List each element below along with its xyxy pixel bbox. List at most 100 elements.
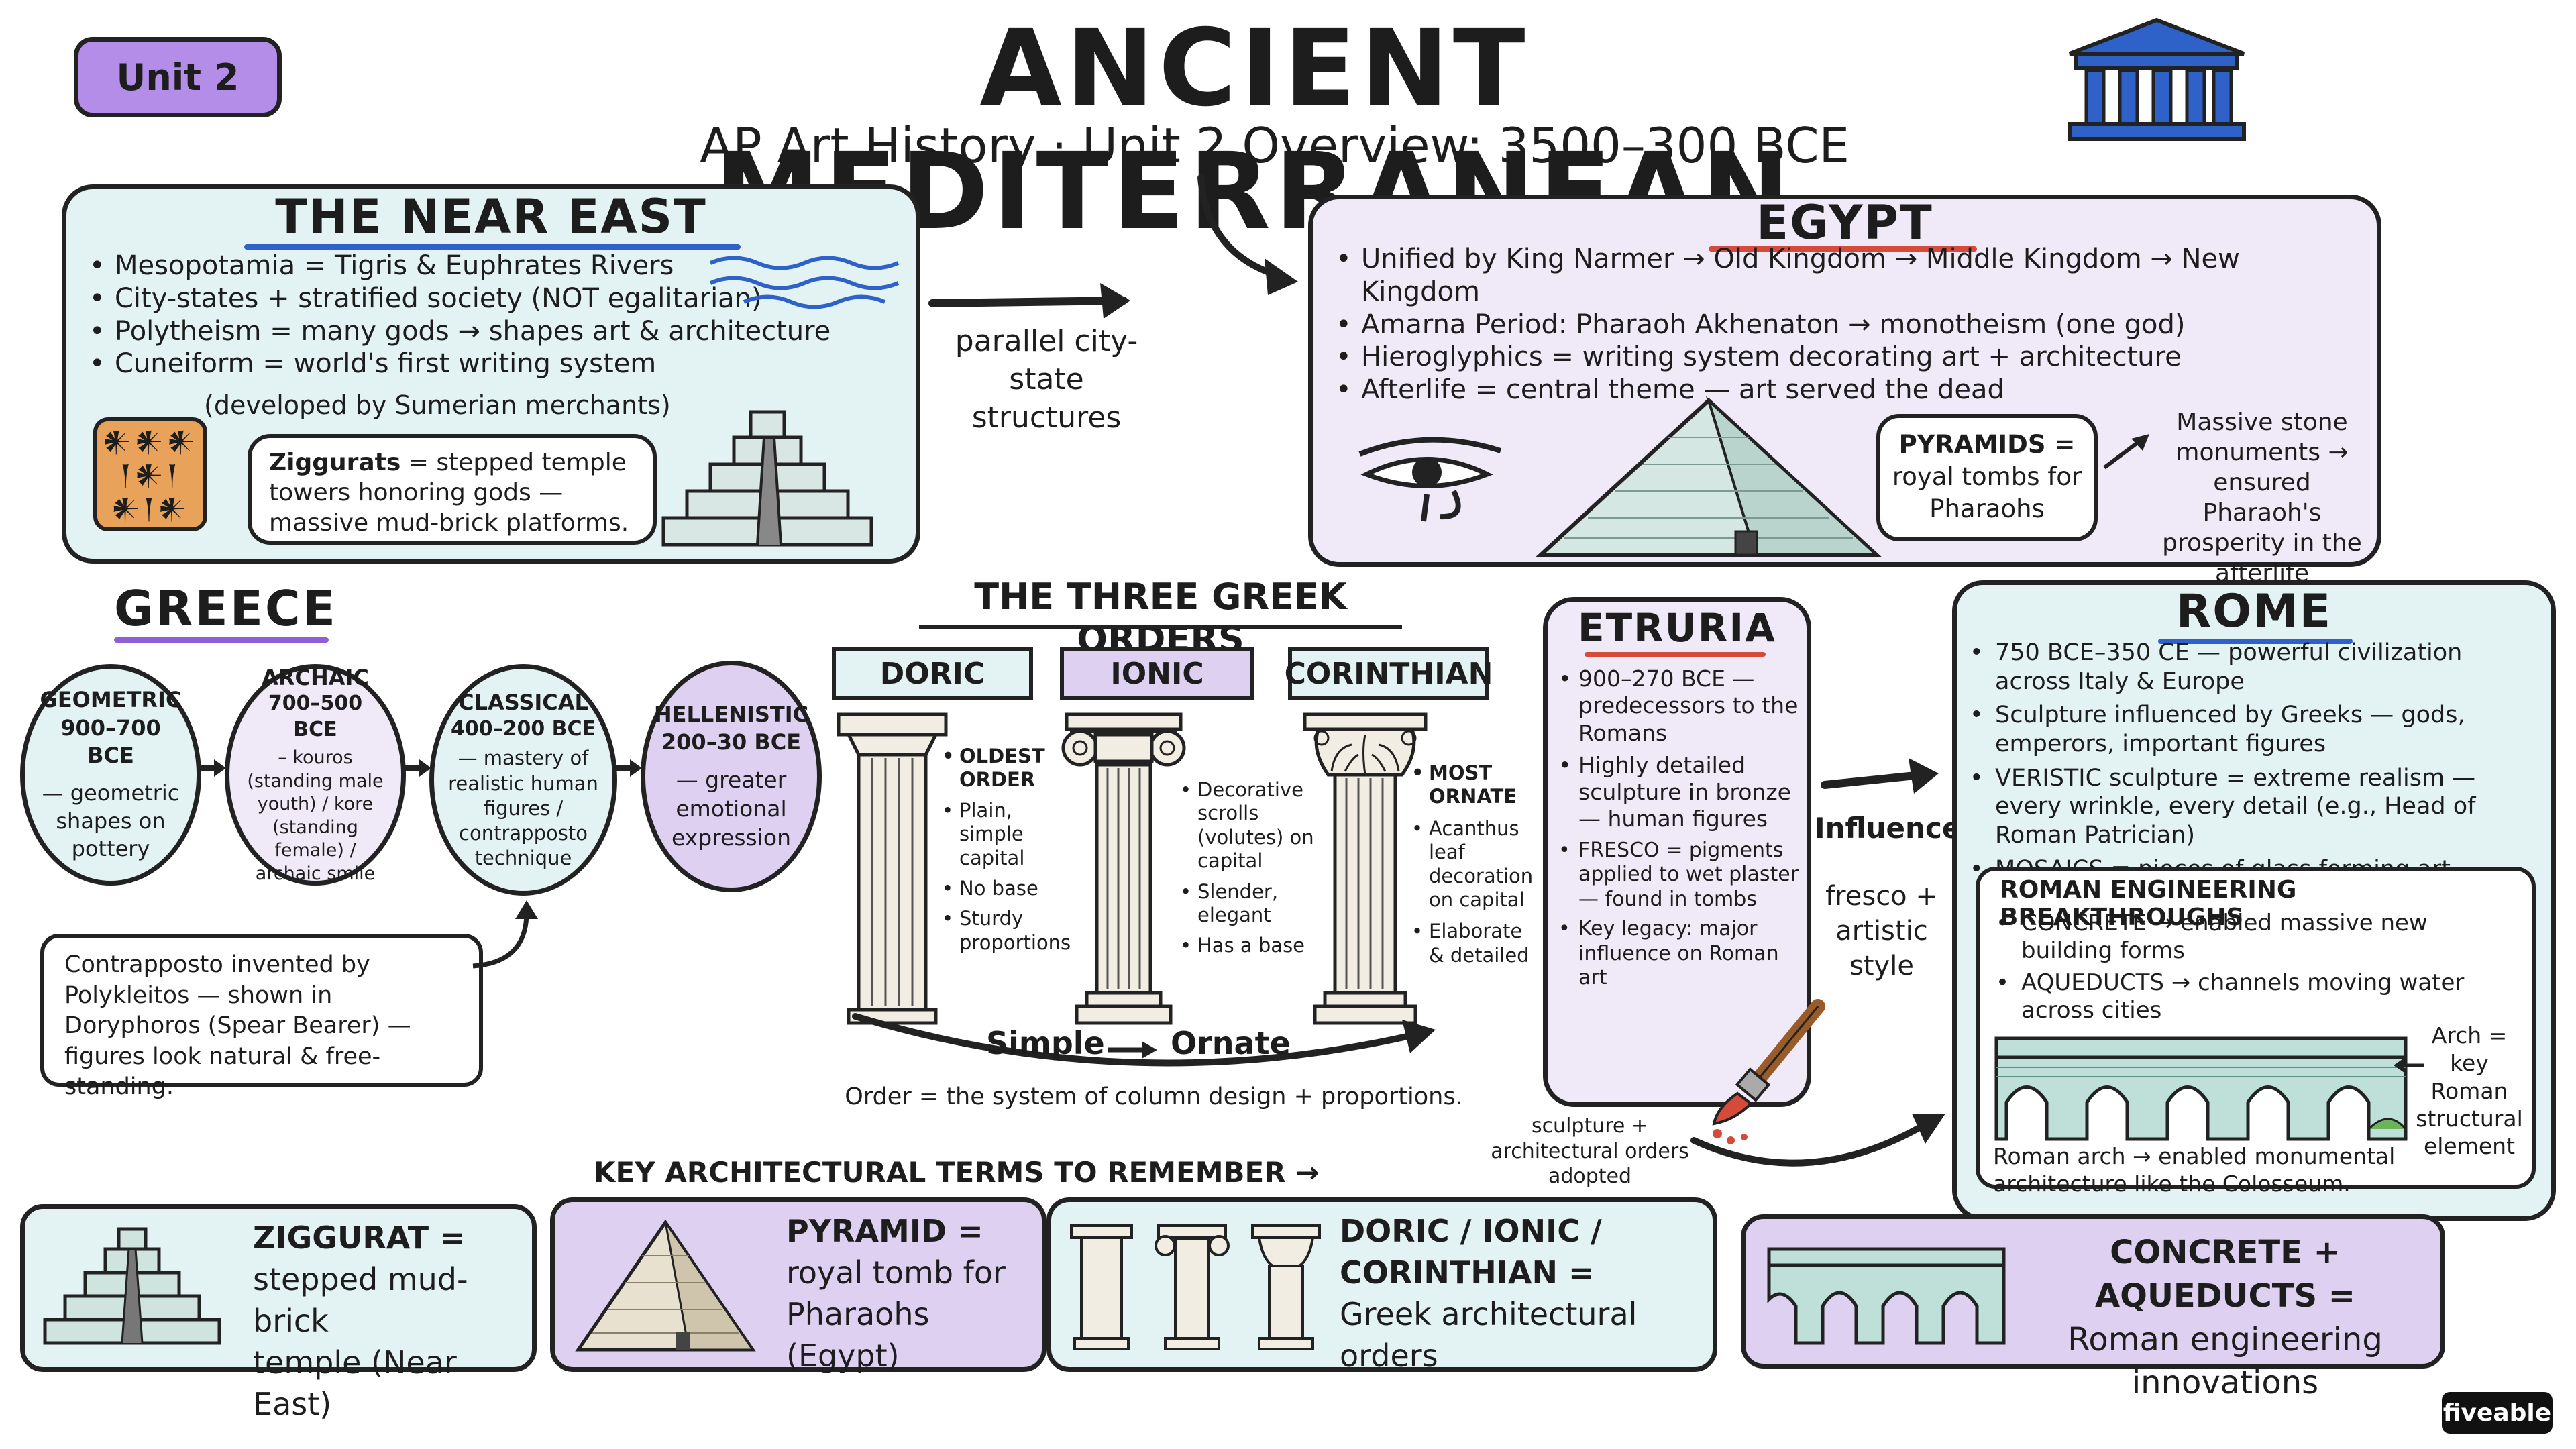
term-text: DORIC / IONIC / CORINTHIAN = Greek archi… [1340,1210,1713,1377]
key-terms-heading: KEY ARCHITECTURAL TERMS TO REMEMBER → [594,1156,1320,1189]
greek-period-hellenistic: HELLENISTIC 200–30 BCE — greater emotion… [641,661,822,892]
term-line: ZIGGURAT = [253,1220,466,1256]
period-dates: 900–700 BCE [60,714,161,769]
term-card-roman-engineering: CONCRETE + AQUEDUCTS = Roman engineering… [1741,1214,2445,1401]
term-text: ZIGGURAT = stepped mud-brick temple (Nea… [253,1217,532,1425]
list-item: Plain, simple capital [939,799,1073,870]
ziggurat-illustration [661,410,873,547]
period-description: — mastery of realistic human figures / c… [448,747,598,869]
period-description: – kouros (standing male youth) / kore (s… [247,747,384,884]
simple-label: Simple [986,1025,1105,1061]
arrow-up-right-icon [2103,434,2149,470]
period-description: — geometric shapes on pottery [42,780,180,862]
massive-stone-note: Massive stone monuments → ensured Pharao… [2162,409,2362,587]
greek-period-geometric: GEOMETRIC 900–700 BCE — geometric shapes… [20,664,201,885]
etruria-title: ETRURIA [1577,605,1777,651]
term-line: Pharaohs (Egypt) [786,1296,930,1375]
pyramid-icon [575,1219,756,1352]
list-item: Cuneiform = world's first writing system [87,347,898,380]
list-item: Decorative scrolls (volutes) on capital [1177,778,1325,873]
near-east-title: THE NEAR EAST [275,189,707,244]
columns-icon [1070,1224,1321,1350]
eye-of-horus-icon [1358,437,1502,522]
pyramids-term: PYRAMIDS = [1898,430,2076,459]
list-item: 900–270 BCE — predecessors to the Romans [1556,665,1804,747]
ziggurat-term: Ziggurats [269,449,401,476]
list-item: Highly detailed sculpture in bronze — hu… [1556,752,1804,833]
pyramids-definition: royal tombs for Pharaohs [1892,462,2082,524]
period-dates: 700–500 BCE [268,692,363,741]
list-item: AQUEDUCTS → channels moving water across… [1993,969,2510,1025]
term-line: CONCRETE + AQUEDUCTS = [2094,1234,2355,1315]
list-item: Has a base [1177,934,1325,958]
list-item: Amarna Period: Pharaoh Akhenaton → monot… [1333,309,2366,341]
term-card-ziggurat: ZIGGURAT = stepped mud-brick temple (Nea… [20,1204,537,1422]
corinthian-label: CORINTHIAN [1285,647,1493,700]
period-name: HELLENISTIC [653,701,809,727]
water-waves-icon [709,256,900,309]
arrow-left-icon [2394,1058,2424,1073]
ionic-notes: Decorative scrolls (volutes) on capital … [1177,778,1325,958]
egypt-panel: EGYPT Unified by King Narmer → Old Kingd… [1308,195,2381,587]
arrow-right-icon [928,283,1130,319]
period-name: ARCHAIC [262,664,369,690]
greece-title-underline [114,637,329,643]
etruria-panel: ETRURIA 900–270 BCE — predecessors to th… [1543,597,1811,1107]
list-item: Unified by King Narmer → Old Kingdom → M… [1333,243,2366,309]
term-line: DORIC / IONIC / [1340,1213,1602,1249]
cuneiform-note: (developed by Sumerian merchants) [204,390,671,420]
curved-arrow-icon [1690,1114,1945,1167]
arch-caption: Roman arch → enabled monumental architec… [1993,1143,2396,1197]
list-item: 750 BCE–350 CE — powerful civilization a… [1967,639,2544,696]
doric-notes: OLDEST ORDER Plain, simple capital No ba… [939,745,1073,955]
greece-title: GREECE [114,580,337,637]
list-item: No base [939,877,1073,901]
list-item: Slender, elegant [1177,880,1325,928]
near-east-panel: THE NEAR EAST Mesopotamia = Tigris & Eup… [62,184,920,564]
curved-arrow-icon [1197,174,1298,295]
doric-label: DORIC [832,647,1033,700]
period-name: CLASSICAL [458,690,588,716]
list-item: MOST ORNATE [1409,761,1543,809]
arrow-right-icon [1108,1041,1157,1059]
list-item: Sturdy proportions [939,907,1073,955]
roman-aqueduct-illustration [1994,1036,2408,1141]
greek-period-archaic: ARCHAIC 700–500 BCE – kouros (standing m… [225,664,406,885]
list-item: VERISTIC sculpture = extreme realism — e… [1967,764,2544,850]
term-text: PYRAMID = royal tomb for Pharaohs (Egypt… [786,1210,1042,1377]
period-dates: 400–200 BCE [450,717,596,741]
fiveable-logo: fiveable [2442,1392,2553,1434]
term-line: temple (Near East) [253,1344,457,1423]
near-east-title-underline [244,244,741,250]
ziggurat-icon [43,1227,221,1345]
influenced-label: Influenced [1815,812,1982,845]
contrapposto-note: Contrapposto invented by Polykleitos — s… [40,934,483,1100]
egypt-title: EGYPT [1756,195,1933,250]
ionic-column-illustration [1061,712,1186,1025]
term-line: Roman engineering [2068,1320,2383,1358]
ornate-label: Ornate [1171,1025,1291,1061]
list-item: Acanthus leaf decoration on capital [1409,817,1543,912]
fresco-style-label: fresco + artistic style [1825,881,1938,981]
parallel-structures-label: parallel city-state structures [955,324,1138,435]
list-item: Elaborate & detailed [1409,920,1543,967]
pyramid-illustration [1536,396,1882,557]
list-item: Hieroglyphics = writing system decoratin… [1333,341,2366,374]
egypt-bullets: Unified by King Narmer → Old Kingdom → M… [1333,243,2366,407]
orders-title-underline [919,625,1402,629]
greek-period-classical: CLASSICAL 400–200 BCE — mastery of reali… [429,664,617,896]
term-text: CONCRETE + AQUEDUCTS = Roman engineering… [2010,1231,2440,1405]
corinthian-column-illustration [1303,712,1428,1025]
page-subtitle: AP Art History · Unit 2 Overview: 3500–3… [699,117,1850,174]
unit-badge-label: Unit 2 [116,56,239,99]
ionic-label: IONIC [1060,647,1254,700]
temple-icon [2068,17,2246,141]
term-line: stepped mud-brick [253,1261,468,1340]
list-item: OLDEST ORDER [939,745,1073,792]
ziggurat-callout: Ziggurats = stepped temple towers honori… [248,434,657,545]
engineering-box: ROMAN ENGINEERING BREAKTHROUGHS CONCRETE… [1976,867,2536,1197]
term-line: royal tomb for [786,1254,1006,1291]
list-item: Afterlife = central theme — art served t… [1333,374,2366,407]
list-item: Key legacy: major influence on Roman art [1556,917,1804,991]
